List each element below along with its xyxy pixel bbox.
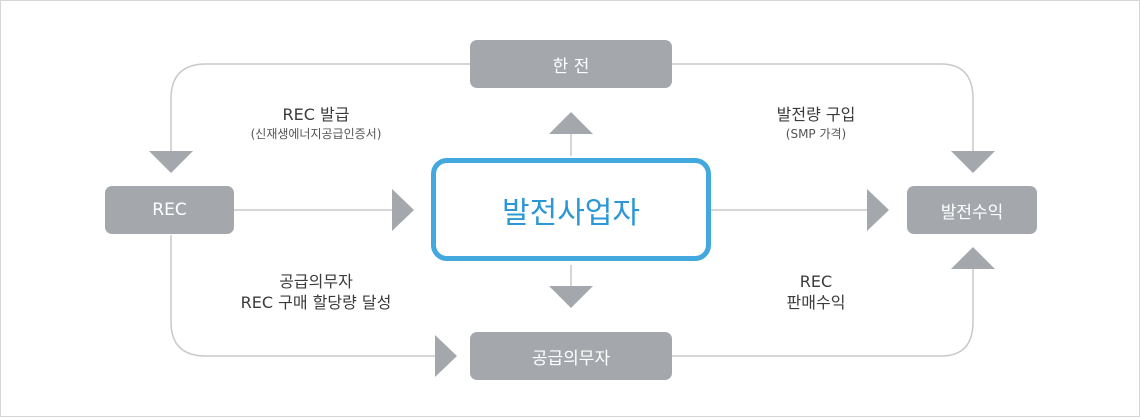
- label-obligor-purchase-line2: REC 구매 할당량 달성: [240, 293, 392, 312]
- connector-rec-to-obligor: [170, 235, 437, 357]
- connector-obligor-to-revenue: [671, 269, 974, 357]
- arrow-right-to-revenue: [867, 189, 889, 231]
- label-rec-sales-line1: REC: [799, 272, 833, 291]
- label-rec-sales: REC 판매수익: [766, 271, 866, 313]
- node-generator: 발전사업자: [431, 158, 711, 261]
- arrow-right-to-obligor: [435, 335, 457, 377]
- label-rec-issue-sub: (신재생에너지공급인증서): [250, 127, 382, 141]
- arrow-down-to-rec: [149, 151, 193, 173]
- arrow-up-to-kepco: [549, 112, 593, 134]
- arrow-right-to-generator: [392, 189, 414, 231]
- label-rec-issue: REC 발급 (신재생에너지공급인증서): [211, 104, 421, 143]
- node-rec: REC: [105, 186, 234, 234]
- label-power-purchase-sub: (SMP 가격): [785, 127, 847, 141]
- label-power-purchase: 발전량 구입 (SMP 가격): [741, 104, 891, 143]
- arrow-down-to-obligor: [549, 286, 593, 308]
- connector-kepco-to-revenue: [671, 63, 974, 151]
- connector-kepco-to-rec: [170, 63, 471, 151]
- label-power-purchase-main: 발전량 구입: [776, 105, 856, 124]
- arrow-up-to-revenue: [951, 247, 995, 269]
- node-revenue: 발전수익: [907, 186, 1037, 234]
- node-obligor: 공급의무자: [470, 332, 672, 380]
- label-obligor-purchase: 공급의무자 REC 구매 할당량 달성: [206, 271, 426, 313]
- label-rec-issue-main: REC 발급: [282, 105, 350, 124]
- arrow-down-to-revenue: [951, 151, 995, 173]
- node-kepco: 한 전: [470, 40, 672, 88]
- label-rec-sales-line2: 판매수익: [786, 293, 846, 312]
- label-obligor-purchase-line1: 공급의무자: [279, 272, 353, 291]
